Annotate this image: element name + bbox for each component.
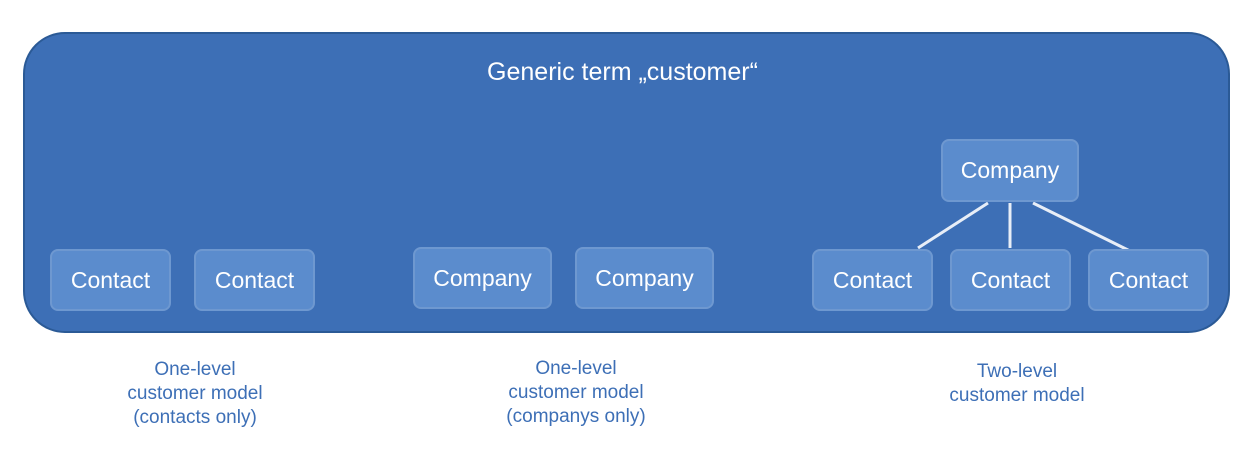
- caption-companys-only: One-level customer model (companys only): [466, 357, 686, 429]
- parent-company-box: Company: [941, 139, 1079, 202]
- company-box: Company: [413, 247, 552, 309]
- caption-line: customer model: [508, 382, 644, 403]
- contact-box: Contact: [950, 249, 1071, 311]
- diagram-title: Generic term „customer“: [487, 58, 758, 86]
- caption-line: (contacts only): [133, 407, 257, 428]
- caption-contacts-only: One-level customer model (contacts only): [95, 358, 295, 430]
- caption-line: customer model: [127, 383, 263, 404]
- contact-box: Contact: [194, 249, 315, 311]
- caption-line: Two-level: [976, 361, 1058, 382]
- caption-two-level: Two-level customer model: [917, 360, 1117, 408]
- company-box: Company: [575, 247, 714, 309]
- caption-line: One-level: [535, 358, 617, 379]
- caption-line: (companys only): [506, 406, 646, 427]
- caption-line: One-level: [154, 359, 236, 380]
- caption-line: customer model: [949, 385, 1085, 406]
- contact-box: Contact: [50, 249, 171, 311]
- contact-box: Contact: [1088, 249, 1209, 311]
- contact-box: Contact: [812, 249, 933, 311]
